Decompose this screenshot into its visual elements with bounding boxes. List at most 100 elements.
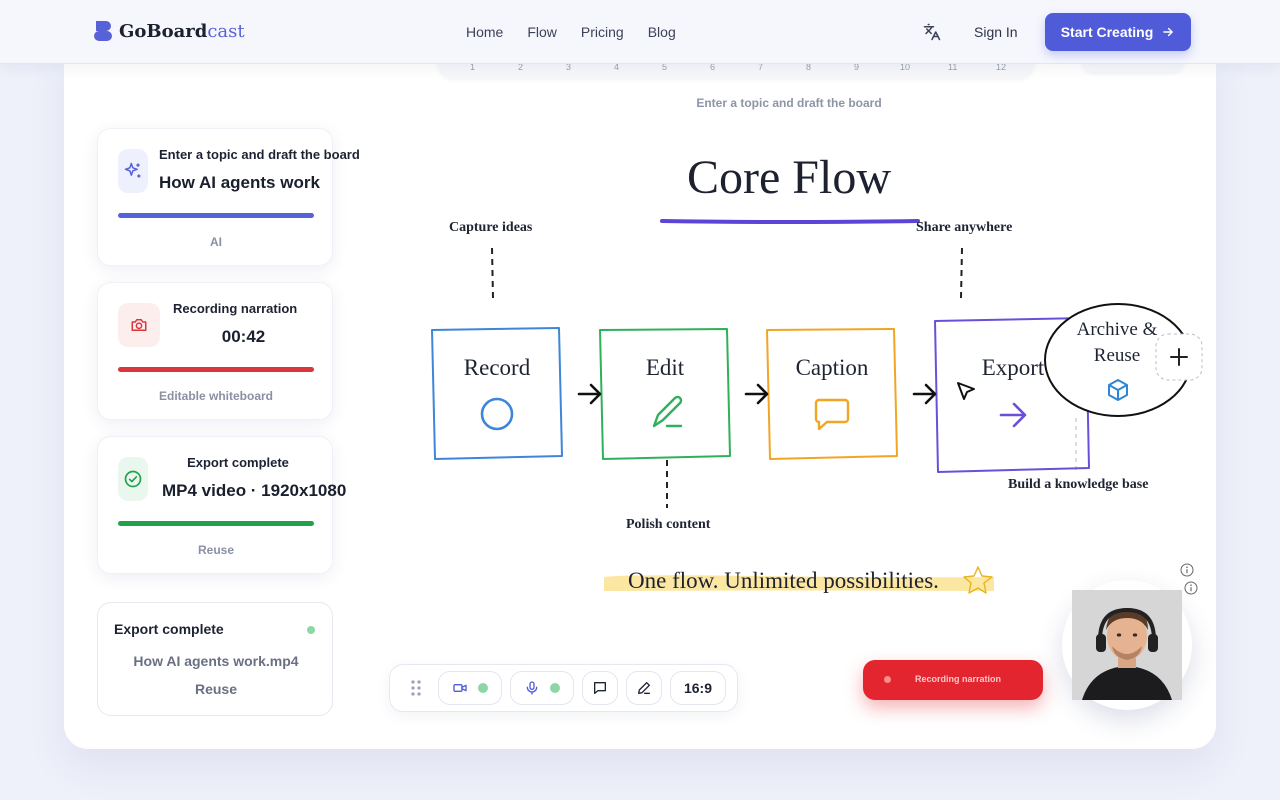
avatar-photo: [1072, 590, 1182, 700]
pen-button[interactable]: [626, 671, 662, 705]
camera-icon: [131, 319, 147, 331]
record-circle-icon: [480, 397, 514, 431]
nav-links: Home Flow Pricing Blog: [466, 24, 676, 40]
status-dot: [550, 683, 560, 693]
step-caption-label: Caption: [795, 355, 869, 380]
brand-logo[interactable]: GoBoardcast: [94, 20, 245, 42]
start-creating-label: Start Creating: [1060, 24, 1154, 40]
mic-toggle[interactable]: [510, 671, 574, 705]
archive-reuse-label: Archive & Reuse: [1076, 319, 1158, 366]
timeline-tick: 12: [996, 62, 1007, 72]
status-dot: [307, 626, 315, 634]
edit-pen-icon: [652, 395, 683, 428]
nav-link-blog[interactable]: Blog: [647, 24, 676, 40]
recording-dot: [884, 676, 891, 683]
timeline-tick: 6: [710, 62, 716, 72]
label-share-anywhere: Share anywhere: [916, 220, 1013, 235]
timeline-tick: 7: [758, 62, 764, 72]
progress-bar: [118, 521, 314, 526]
nav-link-home[interactable]: Home: [466, 24, 504, 40]
progress-bar: [118, 213, 314, 218]
export-box: [934, 317, 1090, 473]
step-export-label: Export: [981, 355, 1045, 380]
title-underline: [660, 219, 920, 224]
comment-button[interactable]: [582, 671, 618, 705]
file-card-footer: Reuse: [194, 681, 238, 697]
status-footer: Reuse: [197, 543, 235, 557]
status-card-export: Export complete MP4 video · 1920x1080 Re…: [97, 436, 347, 574]
status-card-ai: Enter a topic and draft the board How AI…: [97, 128, 360, 266]
timeline-tick: 3: [566, 62, 572, 72]
progress-bar: [118, 367, 314, 372]
status-dot: [478, 683, 488, 693]
info-icon[interactable]: [1180, 563, 1194, 577]
whiteboard[interactable]: Core Flow Capture ideas Share anywhere P…: [64, 40, 1216, 749]
step-caption: Enter a topic and draft the board: [696, 96, 882, 110]
mic-icon: [526, 681, 538, 695]
recording-label: Recording narration: [915, 674, 1002, 684]
export-file-card[interactable]: Export complete How AI agents work.mp4 R…: [97, 602, 333, 716]
caption-bubble-icon: [814, 398, 850, 431]
status-card-recording: Recording narration 00:42 Editable white…: [97, 282, 333, 420]
logo-icon: [94, 21, 112, 41]
dashed-connector: [491, 247, 494, 299]
label-knowledge-base: Build a knowledge base: [1008, 477, 1149, 492]
aspect-ratio-button[interactable]: 16:9: [670, 671, 726, 705]
star-icon: [963, 566, 993, 594]
cube-icon: [1108, 379, 1128, 401]
step-edit-label: Edit: [645, 355, 685, 380]
aspect-ratio-label: 16:9: [683, 680, 713, 696]
status-icon-wrap: [118, 457, 148, 501]
record-box: [431, 327, 563, 460]
person-portrait: [1072, 590, 1182, 700]
tagline-highlight: [604, 575, 994, 591]
timeline-tick: 9: [854, 62, 860, 72]
video-icon: [453, 684, 467, 692]
brand-name: GoBoardcast: [119, 20, 245, 42]
sign-in-link[interactable]: Sign In: [974, 24, 1018, 40]
start-creating-button[interactable]: Start Creating: [1045, 13, 1191, 51]
dashed-connector: [960, 247, 963, 299]
timeline-tick: 1: [470, 62, 476, 72]
status-icon-wrap: [118, 303, 160, 347]
arrow-right-icon: [1163, 27, 1174, 37]
grip-icon[interactable]: [410, 679, 422, 697]
recording-indicator[interactable]: Recording narration: [863, 660, 1043, 700]
sparkles-icon: [124, 162, 141, 178]
translate-icon: [923, 23, 941, 41]
webcam-avatar[interactable]: [1062, 580, 1192, 710]
check-circle-icon: [124, 470, 142, 488]
file-name: How AI agents work.mp4: [133, 653, 299, 669]
caption-box: [766, 328, 898, 460]
timeline-tick: 8: [806, 62, 812, 72]
plus-icon: [1170, 348, 1188, 366]
label-capture-ideas: Capture ideas: [449, 220, 533, 235]
nav-link-pricing[interactable]: Pricing: [580, 24, 624, 40]
info-icon[interactable]: [1184, 581, 1198, 595]
cursor-icon: [957, 382, 975, 400]
translate-button[interactable]: [920, 20, 944, 44]
timeline-tick: 5: [662, 62, 668, 72]
board-title: Core Flow: [687, 151, 891, 204]
status-value: MP4 video · 1920x1080: [162, 481, 347, 500]
whiteboard-drawing: [431, 219, 1203, 594]
camera-toggle[interactable]: [438, 671, 502, 705]
timeline-tick: 10: [900, 62, 911, 72]
edit-box: [599, 328, 731, 460]
recording-toolbar: 16:9: [389, 664, 738, 712]
status-value: 00:42: [221, 327, 266, 346]
top-navbar: GoBoardcast Home Flow Pricing Blog Sign …: [0, 0, 1280, 64]
status-title: Recording narration: [173, 301, 298, 316]
nav-link-flow[interactable]: Flow: [527, 24, 557, 40]
comment-icon: [594, 682, 606, 694]
export-arrow-icon: [999, 402, 1027, 428]
timeline-tick: 11: [948, 62, 958, 72]
flow-arrows: [577, 383, 937, 405]
pen-icon: [638, 682, 650, 694]
hero-demo-card: 1 2 3 4 5 6 7 8 9 10 11 12 Enter a topic…: [64, 40, 1216, 749]
file-card-title: Export complete: [114, 621, 224, 637]
timeline-tick: 2: [518, 62, 524, 72]
tagline: One flow. Unlimited possibilities.: [628, 568, 939, 593]
label-polish-content: Polish content: [626, 517, 711, 532]
status-footer: Editable whiteboard: [158, 389, 273, 403]
